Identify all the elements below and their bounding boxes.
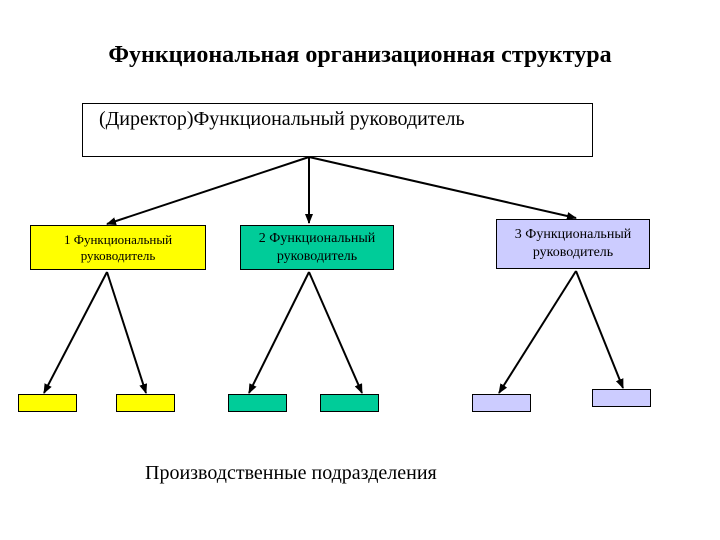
arrow-manager-1-to-unit-2: [106, 271, 148, 394]
arrow-manager-3-to-unit-6: [575, 270, 624, 389]
slide-title: Функциональная организационная структура: [108, 42, 612, 68]
functional-manager-3-box: 3 Функциональный руководитель: [496, 219, 650, 269]
manager-2-line-1: 2 Функциональный: [258, 230, 376, 246]
production-units-label: Производственные подразделения: [145, 462, 437, 484]
arrow-manager-2-to-unit-3: [248, 271, 310, 394]
manager-3-line-1: 3 Функциональный: [514, 227, 632, 242]
arrow-manager-2-to-unit-4: [308, 271, 363, 394]
functional-manager-2-box: 2 Функциональный руководитель: [240, 225, 394, 270]
manager-1-line-1: 1 Функциональный: [63, 231, 173, 247]
production-unit-4: [320, 394, 379, 412]
manager-1-line-2: руководитель: [80, 247, 156, 263]
production-unit-6: [592, 389, 651, 407]
arrow-manager-1-to-unit-1: [43, 271, 108, 394]
production-unit-1: [18, 394, 77, 412]
arrow-director-to-manager-3: [308, 156, 577, 220]
arrow-director-to-manager-1: [106, 156, 310, 225]
production-unit-2: [116, 394, 175, 412]
production-unit-3: [228, 394, 287, 412]
production-unit-5: [472, 394, 531, 412]
arrow-manager-3-to-unit-5: [498, 270, 577, 394]
director-label: (Директор)Функциональный руководитель: [99, 108, 465, 130]
functional-manager-1-box: 1 Функциональный руководитель: [30, 225, 206, 270]
manager-3-line-2: руководитель: [532, 245, 614, 260]
manager-2-line-2: руководитель: [276, 248, 358, 264]
director-box: (Директор)Функциональный руководитель: [82, 103, 593, 157]
